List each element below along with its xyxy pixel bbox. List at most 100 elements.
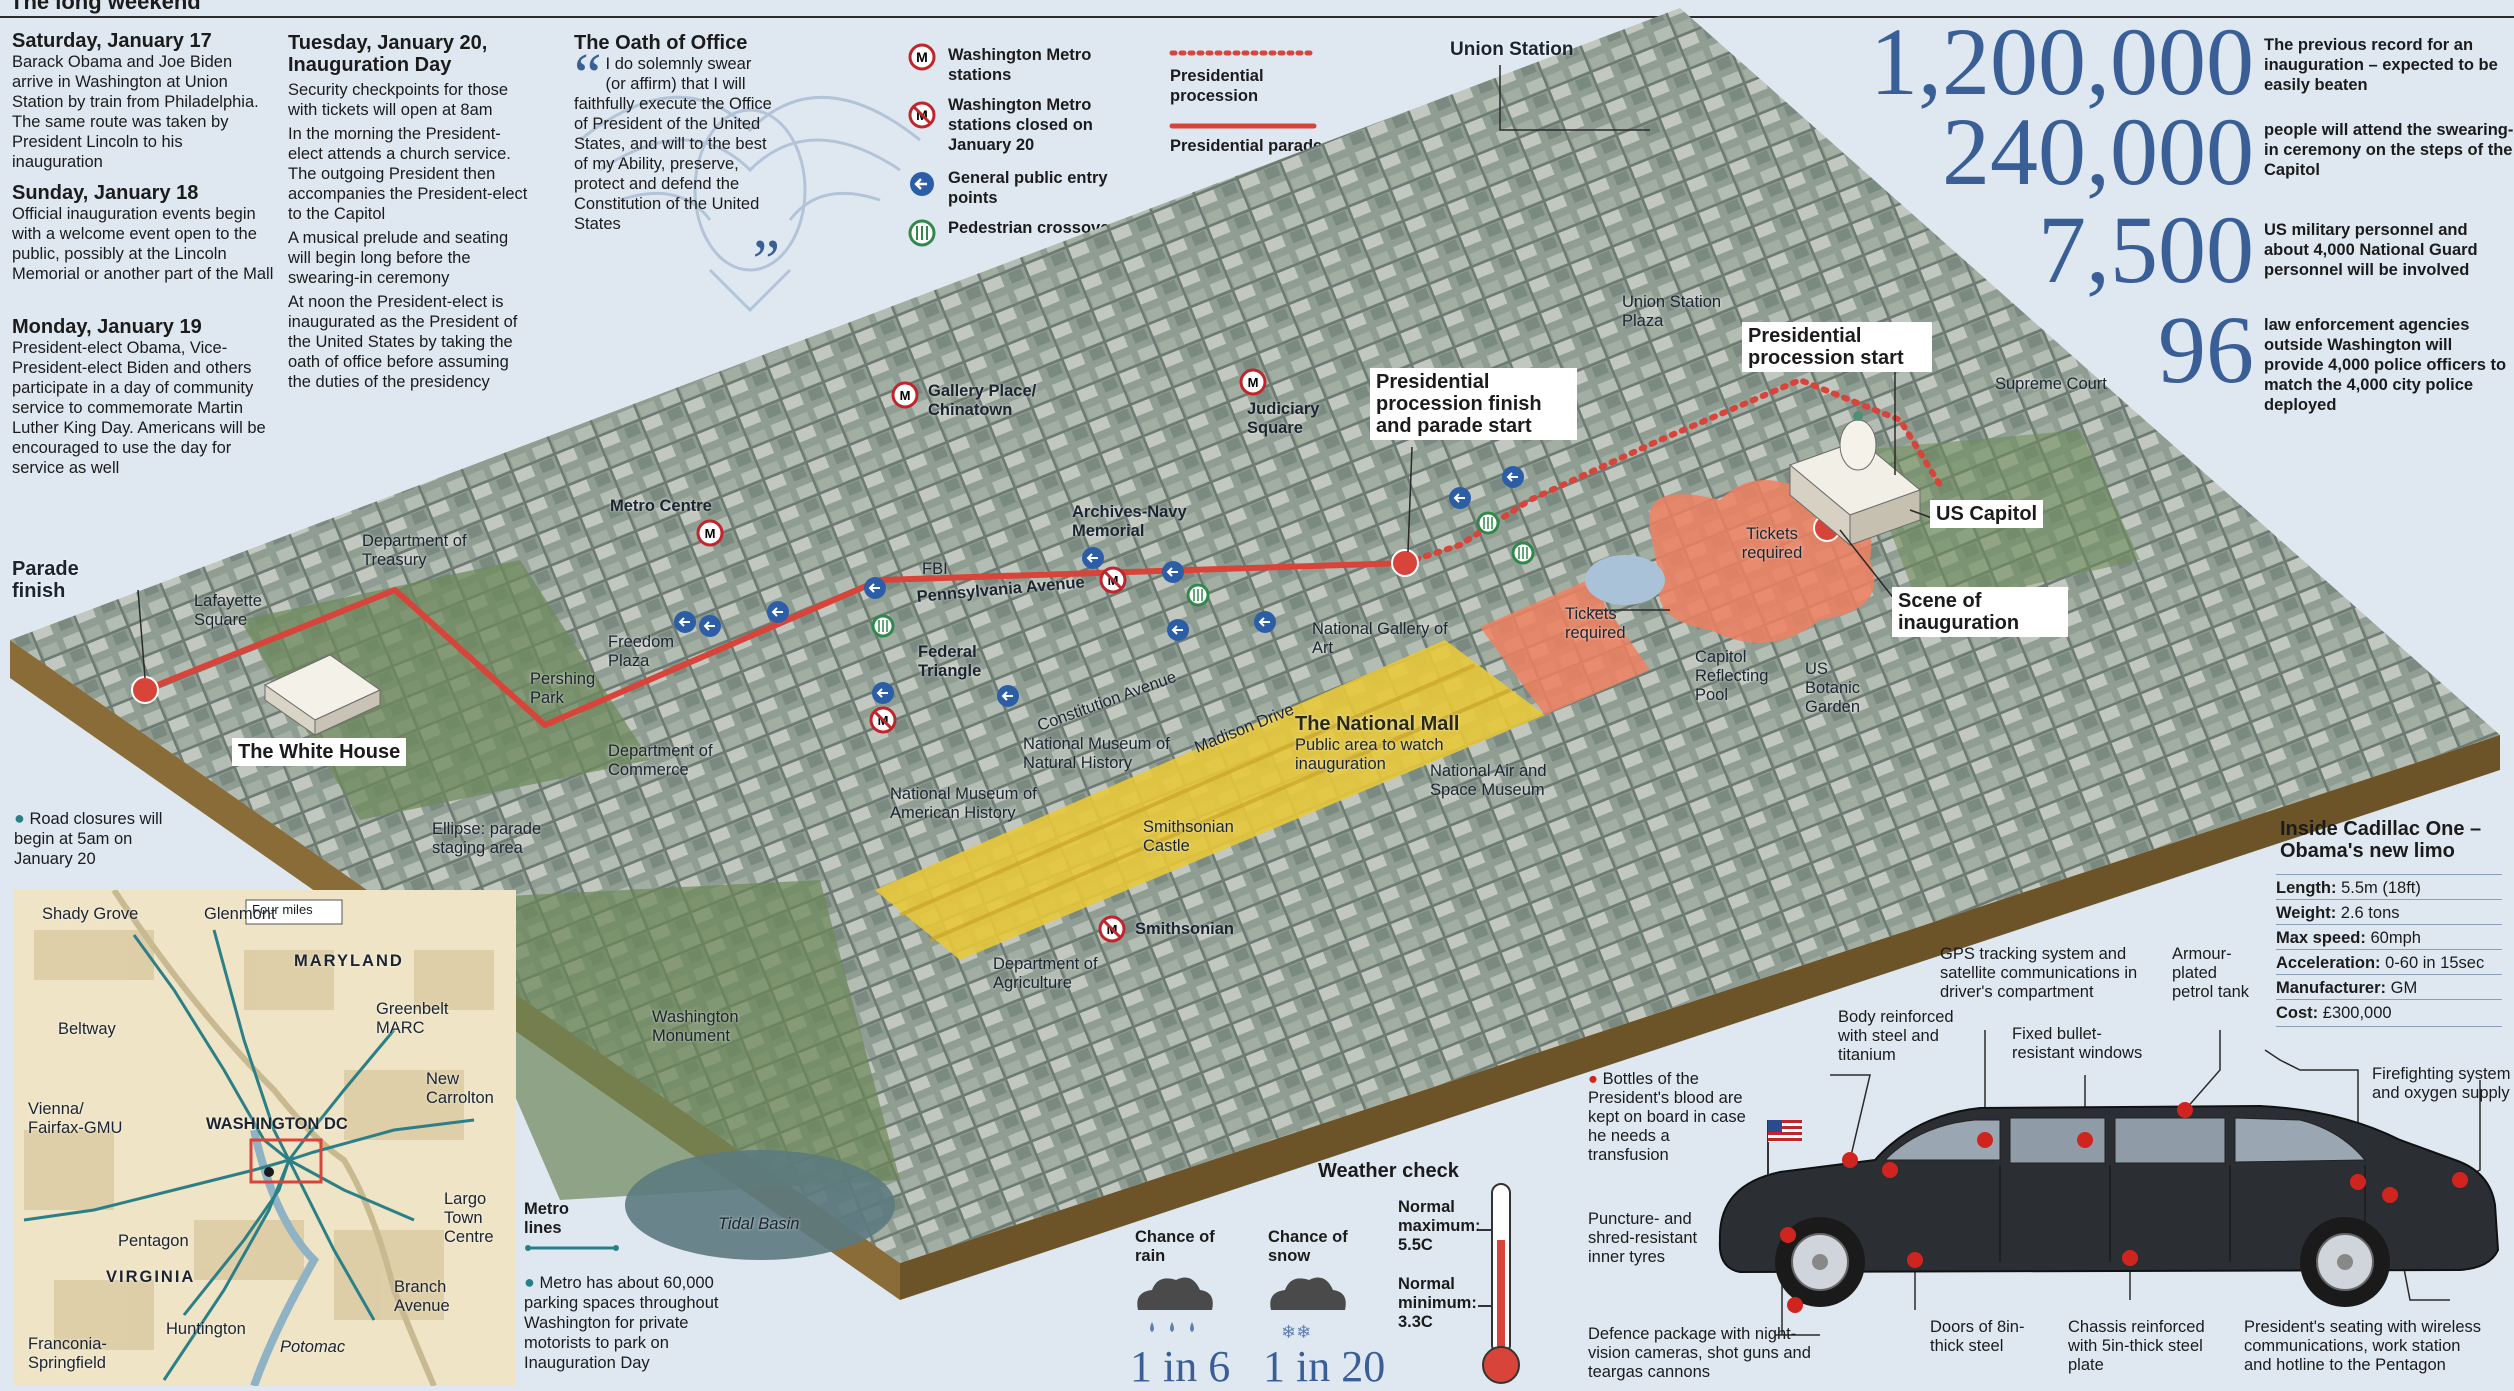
spec-value: 2.6 tons [2340, 904, 2400, 922]
timeline-day-1: Saturday, January 17 Barack Obama and Jo… [12, 30, 277, 172]
label-treasury: Department of Treasury [362, 532, 467, 569]
metro-station-icon: M [891, 381, 919, 409]
snow-value: 1 in 20 [1263, 1342, 1386, 1391]
limo-spec: Acceleration: 0-60 in 15sec [2276, 949, 2502, 973]
metro-closed-icon: M [1099, 566, 1127, 594]
max-temp-value: 5.5C [1398, 1236, 1433, 1254]
metro-line-swatch-icon [525, 1245, 619, 1251]
entry-point-icon [1449, 487, 1471, 509]
callout-white-house: The White House [232, 738, 407, 766]
limo-illustration [1718, 1030, 2500, 1336]
note-road-closures: ● Road closures will begin at 5am on Jan… [14, 808, 174, 869]
label-fbi: FBI [922, 560, 948, 578]
inset-label: MARYLAND [294, 952, 404, 970]
timeline-body: Barack Obama and Joe Biden arrive in Was… [12, 53, 259, 171]
stat-value: 240,000 [1942, 98, 2254, 205]
stat-desc: people will attend the swearing-in cerem… [2264, 121, 2514, 179]
timeline-day-3: Monday, January 19 President-elect Obama… [12, 316, 277, 478]
limo-title: Inside Cadillac One – Obama's new limo [2280, 818, 2482, 862]
svg-text:M: M [1107, 922, 1118, 937]
svg-text:M: M [878, 713, 889, 728]
min-temp: Normal minimum:3.3C [1398, 1275, 1488, 1332]
feature-seating: President's seating with wireless commun… [2244, 1318, 2482, 1374]
label-ellipse: Ellipse: parade staging area [432, 820, 542, 857]
legend-icons: M M [908, 43, 936, 247]
label-freedom-plaza: Freedom Plaza [608, 633, 675, 670]
metro-closed-icon: M [1098, 915, 1126, 943]
stat-value: 96 [2158, 296, 2254, 403]
legend-metro-closed: Washington Metro stations closed on Janu… [948, 96, 1093, 154]
weather-icons: ❄❄ [1137, 1277, 1346, 1343]
stat-desc: The previous record for an inauguration … [2264, 36, 2498, 94]
timeline-title: Sunday, January 18 [12, 182, 199, 204]
note-parking-text: Metro has about 60,000 parking spaces th… [524, 1274, 719, 1372]
callout-procession-finish: Presidential procession finish and parad… [1370, 368, 1577, 440]
label-air-space-museum: National Air and Space Museum [1430, 762, 1547, 799]
inauguration-marker [1813, 514, 1841, 542]
oath-text: “I do solemnly swear (or affirm) that I … [574, 45, 780, 293]
inauguration-day-column: Tuesday, January 20, Inauguration Day Se… [288, 32, 533, 392]
parade-finish-marker [131, 676, 159, 704]
oath-body: I do solemnly swear (or affirm) that I w… [574, 55, 772, 233]
entry-point-icon [997, 685, 1019, 707]
entry-point-icon [1254, 611, 1276, 633]
min-temp-label: Normal minimum: [1398, 1275, 1477, 1312]
parade-route [143, 560, 1406, 728]
car-window-rear [2114, 1117, 2226, 1164]
label-parade-finish: Parade finish [12, 558, 79, 602]
inset-label: Franconia-Springfield [28, 1335, 107, 1372]
car-window-back [2234, 1117, 2367, 1163]
inauguration-day-title: Tuesday, January 20, Inauguration Day [288, 32, 488, 76]
inauguration-para: Security checkpoints for those with tick… [288, 81, 509, 119]
feature-blood-text: Bottles of the President's blood are kep… [1588, 1070, 1746, 1164]
callout-procession-start: Presidential procession start [1742, 322, 1932, 372]
feature-tyres: Puncture- and shred-resistant inner tyre… [1588, 1210, 1698, 1266]
feature-blood: ● Bottles of the President's blood are k… [1588, 1070, 1748, 1165]
entry-point-icon [1082, 547, 1104, 569]
label-tickets: Tickets required [1565, 605, 1626, 642]
crossover-icon [908, 219, 936, 247]
spec-value: 5.5m (18ft) [2341, 879, 2421, 897]
spec-value: £300,000 [2322, 1004, 2392, 1022]
metro-station-icon: M [1239, 368, 1267, 396]
inset-label: New Carrolton [426, 1070, 494, 1107]
label-union-station-plaza: Union Station Plaza [1622, 293, 1722, 330]
svg-text:M: M [1108, 573, 1119, 588]
entry-point-icon [864, 577, 886, 599]
inset-label: VIRGINIA [106, 1268, 196, 1286]
stat-desc: law enforcement agencies outside Washing… [2264, 316, 2507, 414]
parade-start-marker [1391, 549, 1419, 577]
label-natural-history: National Museum of Natural History [1023, 735, 1170, 772]
procession-start-marker [1881, 473, 1909, 501]
limo-spec: Weight: 2.6 tons [2276, 899, 2502, 923]
reflecting-pool-water [1585, 555, 1665, 605]
limo-spec: Cost: £300,000 [2276, 999, 2502, 1027]
timeline-body: Official inauguration events begin with … [12, 205, 274, 283]
timeline-day-2: Sunday, January 18 Official inauguration… [12, 182, 277, 284]
timeline-title: Saturday, January 17 [12, 30, 212, 52]
stat-value: 1,200,000 [1870, 8, 2254, 115]
inauguration-para: In the morning the President-elect atten… [288, 125, 528, 223]
inset-map: Four miles Shady Grove Glenmont MARYLAND… [14, 890, 516, 1386]
rear-wheel-icon [2300, 1217, 2390, 1307]
inset-label: Potomac [280, 1338, 346, 1356]
car-window-front [1883, 1119, 2001, 1161]
limo-spec: Length: 5.5m (18ft) [2276, 874, 2502, 898]
snow-label: Chance of snow [1268, 1228, 1348, 1265]
bullet-icon: ● [1588, 1070, 1598, 1088]
stat-desc: US military personnel and about 4,000 Na… [2264, 221, 2478, 279]
legend-procession: Presidential procession [1170, 67, 1264, 105]
entry-point-icon [674, 611, 696, 633]
legend-crossovers: Pedestrian crossovers [948, 219, 1126, 237]
min-temp-value: 3.3C [1398, 1313, 1433, 1331]
metro-closed-icon: M [908, 101, 936, 129]
label-american-history: National Museum of American History [890, 785, 1037, 822]
inauguration-para: At noon the President-elect is inaugurat… [288, 293, 518, 391]
legend-metro-stations: Washington Metro stations [948, 46, 1092, 84]
label-federal-triangle: Federal Triangle [918, 643, 982, 680]
spec-key: Manufacturer: [2276, 979, 2387, 997]
label-pershing-park: Pershing Park [530, 670, 596, 707]
crossovers [871, 511, 1535, 638]
metro-station-icon: M [696, 519, 724, 547]
callout-scene-inauguration: Scene of inauguration [1892, 587, 2068, 637]
